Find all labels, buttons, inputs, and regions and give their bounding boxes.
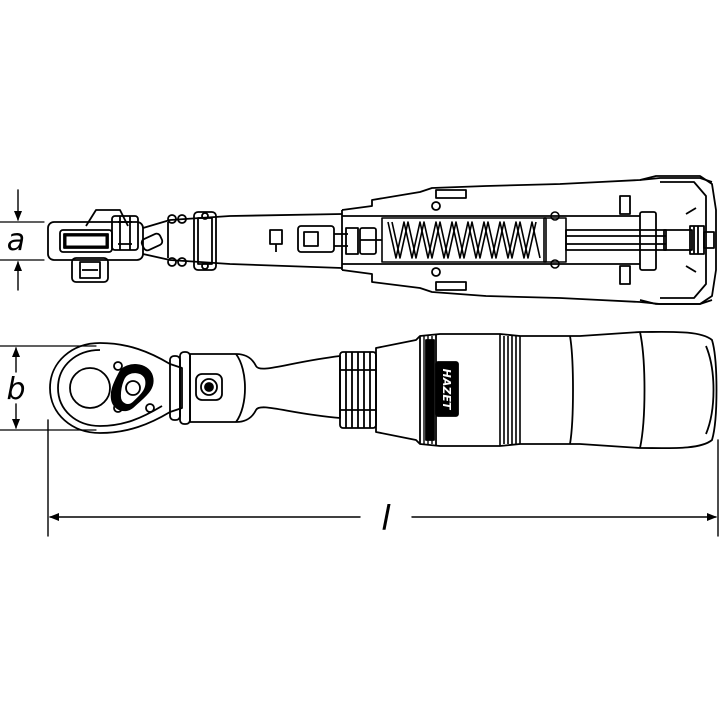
square-drive: [71, 257, 109, 283]
shank-top: [189, 353, 341, 423]
lock-collar: [339, 351, 377, 429]
brand-label: [435, 361, 459, 417]
dimension-a-label: a: [7, 223, 25, 258]
dimension-b: b: [0, 345, 97, 431]
wrench-side-view: [47, 175, 717, 305]
neck-side: [142, 211, 382, 271]
collar-rings: [169, 351, 191, 425]
dimension-b-label: b: [6, 372, 25, 407]
end-cap-side: [639, 175, 717, 305]
reversing-lever: [110, 364, 154, 412]
ratchet-head-side: [47, 209, 164, 261]
square-drive-hole: [69, 367, 111, 409]
brand-logo-text: HAZET: [440, 369, 453, 411]
ratchet-head-top: [49, 342, 183, 434]
dimension-l: l: [47, 419, 719, 539]
adjuster-rod: [565, 195, 667, 285]
handle-tube-side: [341, 177, 713, 305]
handle-top: [375, 330, 718, 450]
wrench-top-view: [49, 330, 718, 450]
dimension-l-label: l: [381, 499, 391, 539]
spring: [381, 211, 567, 269]
dimension-a: a: [0, 189, 45, 291]
